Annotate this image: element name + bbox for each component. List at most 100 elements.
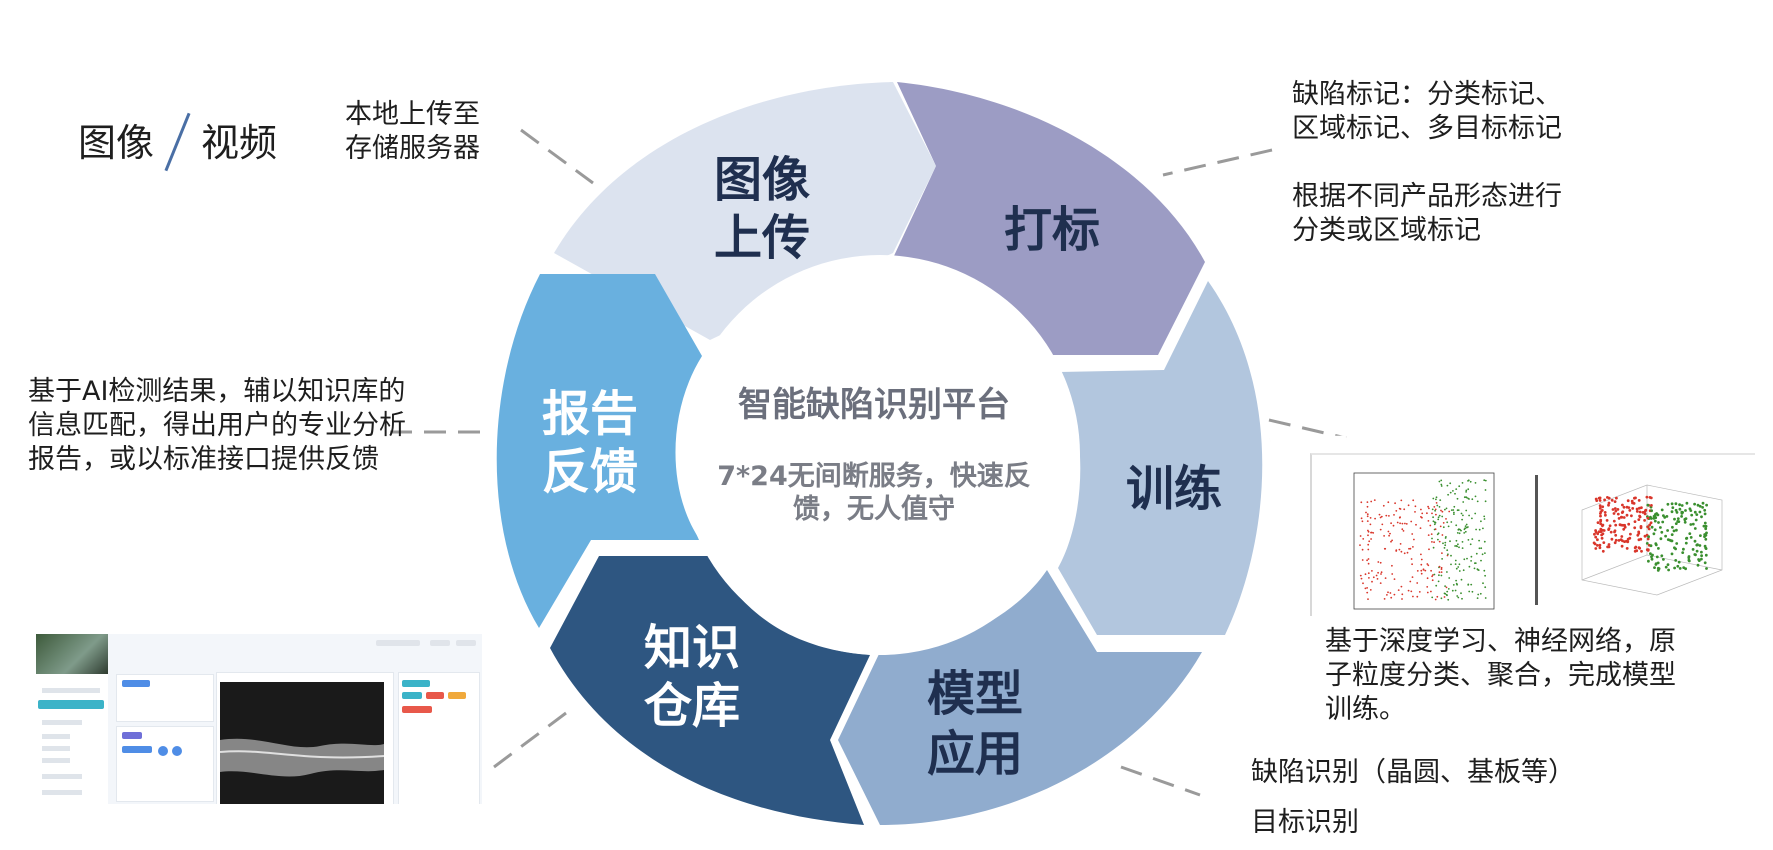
tsne3d-point-red: [1607, 545, 1611, 549]
tsne-point-red: [1400, 585, 1403, 588]
connector-apply: [1120, 765, 1201, 797]
tsne-point-green: [1433, 521, 1436, 524]
tsne-point-green: [1462, 569, 1465, 572]
tsne3d-point-green: [1700, 557, 1703, 561]
tsne-point-red: [1432, 574, 1434, 576]
tsne3d-point-red: [1615, 496, 1618, 500]
tsne-point-red: [1422, 568, 1425, 571]
tsne-point-green: [1446, 571, 1448, 573]
tsne3d-point-red: [1637, 499, 1641, 502]
tsne3d-point-green: [1647, 559, 1650, 563]
tsne-point-green: [1484, 489, 1487, 491]
tsne-point-green: [1447, 588, 1450, 590]
segment-upload-label-1: 图像: [714, 152, 810, 208]
tsne3d-point-red: [1637, 538, 1641, 542]
tsne3d-point-green: [1693, 510, 1697, 514]
media-image-label: 图像: [78, 121, 155, 165]
tsne-point-red: [1434, 528, 1437, 531]
tsne3d-point-green: [1703, 524, 1707, 528]
tsne-point-red: [1428, 548, 1430, 551]
tsne-point-red: [1436, 595, 1439, 598]
tsne-point-red: [1393, 593, 1396, 596]
tsne3d-point-green: [1646, 503, 1650, 507]
tsne-point-green: [1464, 525, 1467, 527]
tsne-point-red: [1368, 540, 1371, 543]
tsne-point-red: [1445, 586, 1448, 589]
tsne3d-point-red: [1602, 529, 1606, 532]
tsne-point-red: [1414, 505, 1417, 508]
tsne3d-point-red: [1594, 547, 1598, 550]
tsne-point-green: [1468, 565, 1471, 568]
tsne3d-point-green: [1667, 568, 1670, 572]
tsne-point-green: [1451, 589, 1454, 592]
tsne-point-green: [1431, 537, 1433, 540]
tsne-point-green: [1467, 488, 1470, 491]
tsne3d-point-red: [1605, 519, 1609, 522]
tsne3d-point-green: [1660, 508, 1664, 512]
tsne3d-point-green: [1700, 515, 1703, 519]
tsne3d-point-red: [1612, 512, 1616, 515]
tsne-point-green: [1463, 558, 1466, 561]
tsne-point-red: [1443, 596, 1446, 598]
tsne-point-red: [1390, 522, 1392, 525]
tsne3d-point-green: [1685, 501, 1689, 505]
connector-train: [1268, 418, 1347, 440]
tsne-point-red: [1361, 548, 1364, 551]
tsne-2d-frame: [1353, 472, 1495, 610]
tsne-point-red: [1430, 569, 1432, 572]
tsne3d-point-green: [1694, 518, 1698, 522]
tsne-point-red: [1360, 501, 1363, 504]
app-oct-image: [220, 682, 384, 804]
tsne-point-red: [1389, 592, 1392, 594]
tsne-point-red: [1429, 524, 1432, 527]
segment-report-label-2: 反馈: [542, 444, 638, 500]
tsne-point-red: [1431, 575, 1433, 578]
tsne-point-red: [1390, 596, 1393, 599]
tsne3d-point-green: [1656, 566, 1660, 570]
segment-apply-label-2: 应用: [927, 726, 1023, 782]
tsne3d-point-red: [1620, 511, 1624, 514]
tsne-point-green: [1455, 545, 1458, 547]
tsne-point-red: [1377, 561, 1380, 563]
tsne-point-red: [1409, 547, 1412, 550]
tsne-point-green: [1454, 563, 1457, 565]
tsne-point-green: [1450, 554, 1452, 557]
app-avatar-image: [36, 634, 108, 674]
tsne-point-green: [1460, 512, 1463, 515]
tsne3d-point-green: [1683, 517, 1687, 521]
tsne-point-red: [1364, 573, 1367, 576]
tsne-point-green: [1437, 516, 1440, 519]
tsne-point-red: [1361, 520, 1364, 523]
tsne3d-point-green: [1676, 517, 1680, 520]
note-apply-defect: 缺陷识别（晶圆、基板等）: [1251, 757, 1575, 788]
tsne-point-red: [1366, 559, 1368, 562]
tsne-point-green: [1468, 590, 1471, 593]
tsne-point-red: [1412, 499, 1415, 502]
tsne-point-red: [1434, 508, 1437, 511]
tsne3d-point-red: [1600, 533, 1603, 537]
tsne3d-point-red: [1646, 549, 1650, 552]
tsne3d-point-green: [1680, 504, 1684, 507]
tsne-point-green: [1480, 559, 1482, 562]
tsne-point-green: [1449, 482, 1452, 485]
tsne3d-point-green: [1674, 522, 1678, 525]
tsne-point-green: [1432, 497, 1435, 500]
tsne-point-red: [1369, 589, 1372, 591]
tsne-point-green: [1461, 547, 1464, 549]
tsne-point-red: [1427, 520, 1430, 522]
tsne-point-green: [1465, 509, 1468, 512]
tsne3d-point-red: [1620, 535, 1624, 538]
tsne-point-green: [1471, 498, 1474, 501]
tsne-point-red: [1387, 591, 1389, 594]
tsne-point-green: [1461, 518, 1463, 521]
segment-train: [1058, 281, 1263, 635]
tsne-point-red: [1391, 573, 1394, 575]
tsne3d-point-green: [1649, 552, 1652, 555]
tsne-point-green: [1458, 546, 1460, 549]
tsne-point-red: [1420, 558, 1423, 561]
tsne3d-point-green: [1698, 504, 1702, 508]
tsne-point-red: [1410, 558, 1413, 560]
tsne-point-red: [1375, 574, 1378, 577]
tsne-point-red: [1371, 570, 1373, 572]
tsne-point-green: [1484, 574, 1486, 577]
